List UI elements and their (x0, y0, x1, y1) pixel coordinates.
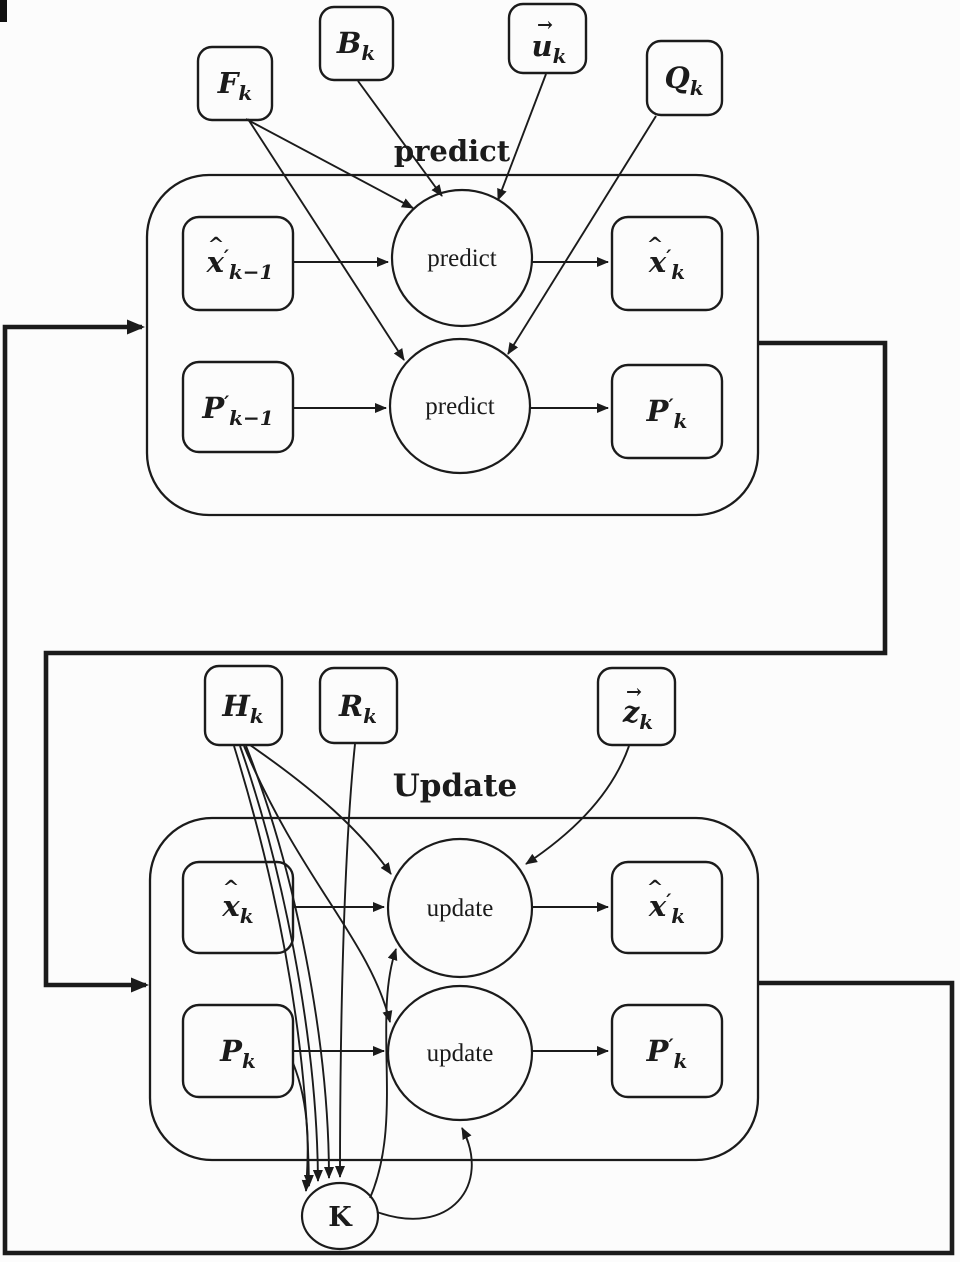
predict-op-state-circle (390, 188, 534, 328)
x-updated-label: x′k (648, 889, 685, 928)
x-updated-node (610, 860, 724, 955)
predict-op-covariance-label: predict (425, 393, 494, 420)
qk-node (645, 39, 724, 117)
edge-update-to-predict-feedback (2, 319, 955, 1256)
p-estimate-label: Pk (219, 1034, 256, 1073)
zk-vector-accent: → (626, 681, 642, 703)
rk-node (318, 666, 399, 745)
edge-fk-to-predict-state (245, 118, 414, 209)
uk-node (507, 2, 588, 75)
uk-label: uk (532, 29, 567, 68)
p-updated-label: P′k (646, 1034, 688, 1073)
edge-gain-to-update-covariance (376, 1127, 473, 1220)
zk-label: zk (622, 695, 653, 734)
edge-hk-to-update-covariance (243, 745, 393, 1023)
x-predicted-label: x′k (648, 245, 685, 284)
bk-label: Bk (336, 26, 375, 65)
edge-gain-to-update-state (369, 948, 398, 1199)
fk-label: Fk (217, 66, 252, 105)
update-op-state-circle (386, 837, 534, 979)
edge-predict-to-update-feedback (43, 340, 888, 993)
edge-pestimate-to-gain (292, 1062, 312, 1192)
fk-node (196, 45, 274, 122)
x-prev-hat-accent: ^ (208, 232, 225, 256)
edge-hk-to-gain-3 (245, 745, 334, 1179)
predict-block (145, 173, 760, 517)
p-predicted-node (610, 363, 724, 460)
kalman-gain-node (300, 1181, 380, 1251)
edge-rk-to-gain (335, 743, 356, 1178)
edge-hk-to-gain-1 (233, 745, 314, 1187)
edge-uk-to-predict-state (497, 73, 547, 201)
predict-op-covariance-circle (388, 337, 532, 475)
p-updated-node (610, 1003, 724, 1099)
zk-node (596, 666, 677, 747)
predict-op-state-label: predict (427, 245, 496, 272)
x-estimate-label: xk (221, 889, 253, 928)
qk-label: Qk (664, 61, 703, 100)
scan-artifact (0, 0, 7, 22)
update-title: Update (393, 768, 518, 804)
x-estimate-hat-accent: ^ (223, 875, 240, 899)
x-updated-hat-accent: ^ (647, 875, 664, 899)
update-op-covariance-label: update (427, 1040, 494, 1067)
kalman-gain-label: K (328, 1202, 353, 1233)
edge-qk-to-predict-covariance (507, 115, 657, 355)
update-block (148, 816, 760, 1162)
hk-label: Hk (221, 689, 263, 728)
update-op-covariance-circle (386, 984, 534, 1122)
edge-hk-to-update-state (249, 744, 392, 875)
p-prev-node (181, 360, 295, 454)
rk-label: Rk (338, 689, 377, 728)
edge-bk-to-predict-state (357, 80, 443, 197)
predict-title: predict (394, 134, 511, 168)
x-prev-node (181, 215, 295, 312)
edge-zk-to-update-state (525, 745, 630, 865)
x-prev-label: x′k−1 (206, 245, 274, 284)
bk-node (318, 5, 395, 82)
x-predicted-hat-accent: ^ (647, 232, 664, 256)
edge-fk-to-predict-covariance (247, 118, 405, 361)
p-predicted-label: P′k (646, 394, 688, 433)
edge-hk-to-gain-2 (239, 745, 323, 1182)
update-op-state-label: update (427, 895, 494, 922)
uk-vector-accent: → (537, 14, 553, 36)
p-prev-label: P′k−1 (201, 391, 273, 430)
hk-node (203, 664, 284, 747)
x-predicted-node (610, 215, 724, 312)
